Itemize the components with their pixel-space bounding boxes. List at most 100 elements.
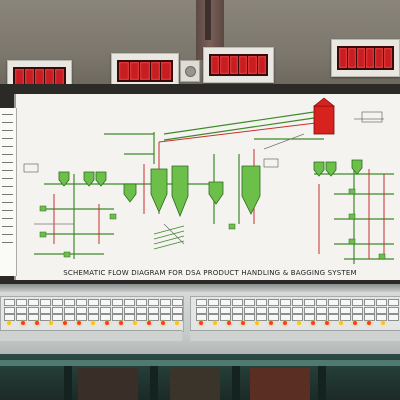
console-push-button[interactable] [268,307,279,314]
console-push-button[interactable] [220,314,231,321]
console-push-button[interactable] [160,299,171,306]
console-push-button[interactable] [328,299,339,306]
console-push-button[interactable] [292,299,303,306]
console-push-button[interactable] [232,314,243,321]
console-push-button[interactable] [316,314,327,321]
console-push-button[interactable] [328,307,339,314]
console-push-button[interactable] [316,307,327,314]
console-push-button[interactable] [76,307,87,314]
console-push-button[interactable] [4,307,15,314]
console-push-button[interactable] [304,299,315,306]
console-push-button[interactable] [340,307,351,314]
console-push-button[interactable] [136,314,147,321]
console-push-button[interactable] [88,307,99,314]
console-push-button[interactable] [340,299,351,306]
console-push-button[interactable] [244,299,255,306]
console-push-button[interactable] [172,307,183,314]
console-push-button[interactable] [16,314,27,321]
console-push-button[interactable] [52,307,63,314]
console-push-button[interactable] [148,299,159,306]
console-push-button[interactable] [256,314,267,321]
console-push-button[interactable] [64,314,75,321]
console-push-button[interactable] [124,307,135,314]
console-push-button[interactable] [52,299,63,306]
console-push-button[interactable] [28,314,39,321]
console-push-button[interactable] [208,299,219,306]
console-push-button[interactable] [40,314,51,321]
small-vessel [83,171,95,187]
console-push-button[interactable] [4,299,15,306]
console-push-button[interactable] [328,314,339,321]
console-push-button[interactable] [76,314,87,321]
console-push-button[interactable] [172,314,183,321]
console-push-button[interactable] [280,307,291,314]
console-push-button[interactable] [208,314,219,321]
console-push-button[interactable] [40,307,51,314]
console-push-button[interactable] [76,299,87,306]
console-push-button[interactable] [388,314,399,321]
console-push-button[interactable] [280,314,291,321]
console-push-button[interactable] [376,299,387,306]
console-push-button[interactable] [100,307,111,314]
console-push-button[interactable] [304,314,315,321]
console-push-button[interactable] [124,299,135,306]
console-push-button[interactable] [196,299,207,306]
console-push-button[interactable] [88,299,99,306]
console-push-button[interactable] [364,314,375,321]
led-digit [161,62,171,80]
console-push-button[interactable] [160,314,171,321]
console-push-button[interactable] [376,307,387,314]
console-push-button[interactable] [160,307,171,314]
console-push-button[interactable] [100,299,111,306]
console-push-button[interactable] [364,307,375,314]
console-push-button[interactable] [232,307,243,314]
console-push-button[interactable] [28,307,39,314]
console-push-button[interactable] [64,307,75,314]
console-push-button[interactable] [196,307,207,314]
console-push-button[interactable] [40,299,51,306]
console-push-button[interactable] [4,314,15,321]
console-push-button[interactable] [376,314,387,321]
marker [228,223,236,230]
console-push-button[interactable] [292,307,303,314]
console-push-button[interactable] [268,314,279,321]
console-push-button[interactable] [196,314,207,321]
console-push-button[interactable] [172,299,183,306]
console-push-button[interactable] [220,307,231,314]
console-push-button[interactable] [16,307,27,314]
console-push-button[interactable] [244,314,255,321]
console-push-button[interactable] [316,299,327,306]
console-push-button[interactable] [88,314,99,321]
console-push-button[interactable] [16,299,27,306]
console-push-button[interactable] [340,314,351,321]
console-push-button[interactable] [388,299,399,306]
console-push-button[interactable] [280,299,291,306]
console-push-button[interactable] [148,307,159,314]
console-push-button[interactable] [148,314,159,321]
console-push-button[interactable] [100,314,111,321]
console-push-button[interactable] [64,299,75,306]
console-push-button[interactable] [220,299,231,306]
console-push-button[interactable] [352,299,363,306]
console-push-button[interactable] [352,314,363,321]
console-push-button[interactable] [28,299,39,306]
console-push-button[interactable] [256,307,267,314]
console-push-button[interactable] [112,307,123,314]
console-push-button[interactable] [268,299,279,306]
console-push-button[interactable] [232,299,243,306]
console-push-button[interactable] [208,307,219,314]
console-push-button[interactable] [364,299,375,306]
pipe [158,121,325,143]
console-push-button[interactable] [352,307,363,314]
console-push-button[interactable] [112,314,123,321]
console-push-button[interactable] [292,314,303,321]
console-push-button[interactable] [256,299,267,306]
console-push-button[interactable] [304,307,315,314]
console-push-button[interactable] [136,307,147,314]
console-push-button[interactable] [124,314,135,321]
console-push-button[interactable] [388,307,399,314]
console-push-button[interactable] [136,299,147,306]
console-push-button[interactable] [112,299,123,306]
console-push-button[interactable] [52,314,63,321]
console-push-button[interactable] [244,307,255,314]
